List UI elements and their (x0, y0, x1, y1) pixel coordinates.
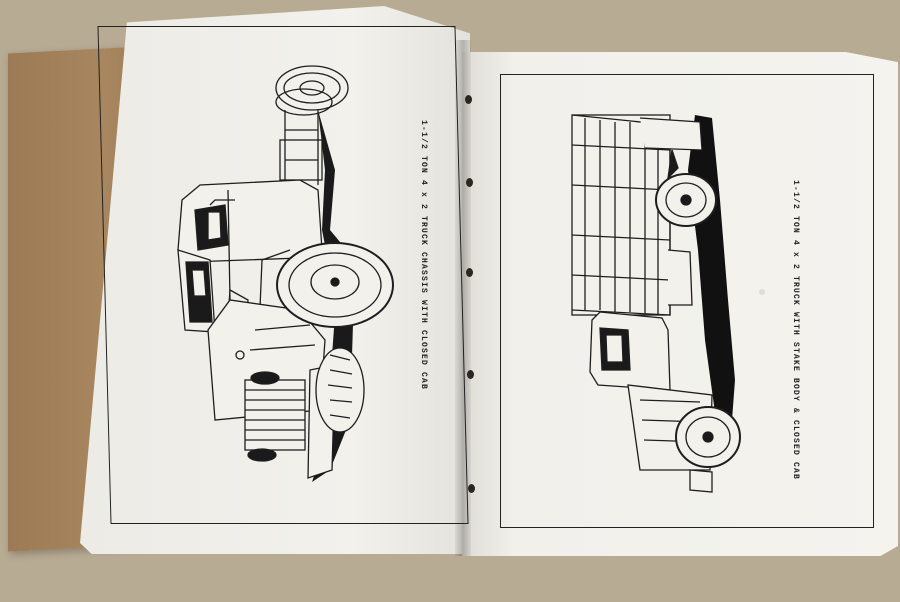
binding-hole (466, 268, 473, 277)
binding-hole (467, 370, 474, 379)
binding-hole (468, 484, 475, 493)
left-truck-drawing (177, 65, 394, 482)
right-page-frame (500, 74, 874, 528)
right-truck-drawing (571, 114, 765, 493)
binding-hole (465, 95, 472, 104)
binding-hole (466, 178, 473, 187)
left-page (80, 6, 470, 554)
right-page-caption: 1-1/2 TON 4 x 2 TRUCK WITH STAKE BODY & … (791, 180, 800, 481)
page-gutter (455, 40, 471, 556)
left-page-caption: 1-1/2 TON 4 x 2 TRUCK CHASSIS WITH CLOSE… (419, 120, 428, 391)
